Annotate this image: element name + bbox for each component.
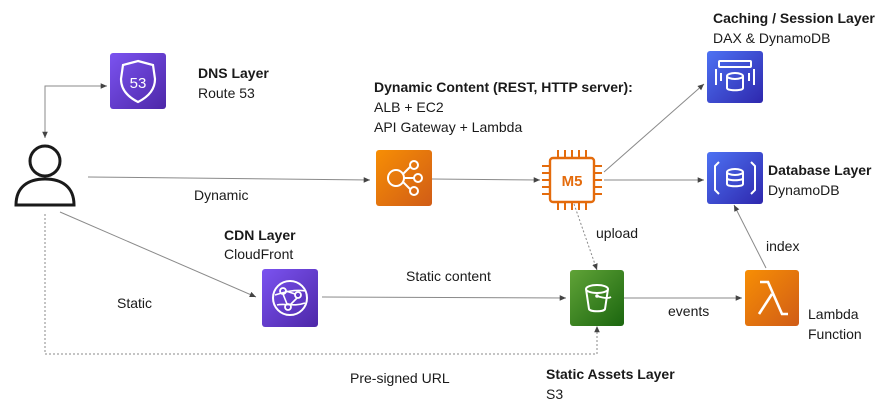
cloudfront-icon <box>262 269 318 327</box>
cdn-layer-subtitle: CloudFront <box>224 246 294 262</box>
route53-icon: 53 <box>110 53 166 109</box>
dynamic-content-title: Dynamic Content (REST, HTTP server): <box>374 79 633 95</box>
dynamic-content-line1: ALB + EC2 <box>374 99 444 115</box>
svg-text:53: 53 <box>130 75 147 92</box>
database-layer-subtitle: DynamoDB <box>768 182 840 198</box>
user-to-dns-arrow <box>42 83 107 138</box>
lambda-icon <box>745 270 799 326</box>
static-content-arrow <box>321 295 567 301</box>
dynamic-content-line2: API Gateway + Lambda <box>374 119 523 135</box>
user-icon <box>14 144 76 207</box>
index-arrow <box>733 204 767 269</box>
edge-label-static-content: Static content <box>406 268 491 284</box>
api-gateway-icon <box>376 150 432 206</box>
ec2-chip-icon: M5 <box>542 150 602 210</box>
edge-label-upload: upload <box>596 225 639 241</box>
dynamodb-icon <box>707 152 763 204</box>
presigned-url-arrow <box>44 214 600 355</box>
ec2-label: M5 <box>562 173 583 190</box>
upload-arrow <box>573 203 598 271</box>
lambda-label-line1: Lambda <box>808 306 859 322</box>
dns-layer-subtitle: Route 53 <box>198 85 255 101</box>
static-assets-layer-subtitle: S3 <box>546 386 564 402</box>
static-assets-layer-title: Static Assets Layer <box>546 366 675 382</box>
caching-layer-title: Caching / Session Layer <box>713 10 875 26</box>
database-layer-title: Database Layer <box>768 162 872 178</box>
cdn-layer-title: CDN Layer <box>224 227 296 243</box>
edge-label-presigned-url: Pre-signed URL <box>350 370 450 386</box>
dns-layer-title: DNS Layer <box>198 65 269 81</box>
ec2-to-cache-arrow <box>603 83 705 173</box>
dynamic-arrow <box>87 176 371 183</box>
caching-layer-subtitle: DAX & DynamoDB <box>713 30 831 46</box>
edge-label-events: events <box>668 303 710 319</box>
s3-bucket-icon <box>570 270 624 326</box>
lambda-label-line2: Function <box>808 326 862 342</box>
static-arrow <box>59 211 257 298</box>
dax-icon <box>707 51 763 103</box>
edge-label-dynamic: Dynamic <box>194 187 249 203</box>
edge-label-index: index <box>766 238 800 254</box>
edge-label-static: Static <box>117 295 153 311</box>
api-to-ec2-arrow <box>431 177 541 183</box>
